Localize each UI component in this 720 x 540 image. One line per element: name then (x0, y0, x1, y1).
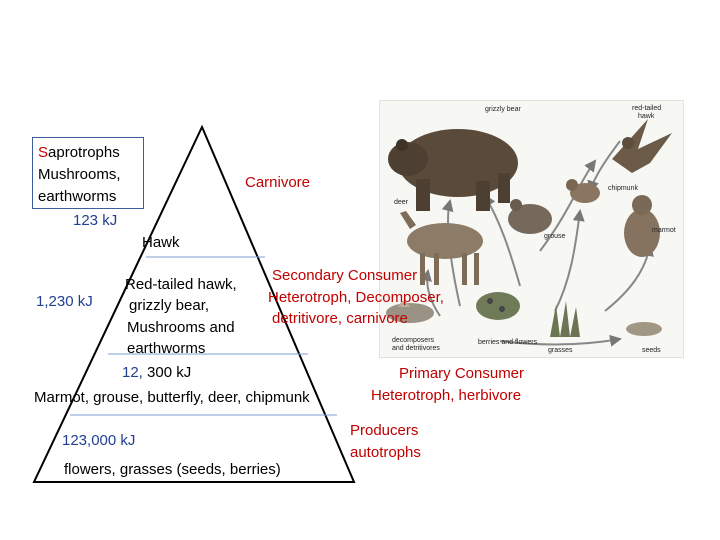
role-producers-line-1: Producers (350, 422, 419, 439)
level-third-line-4: earthworms (127, 340, 206, 357)
saprotrophs-box: Saprotrophs Mushrooms, earthworms (32, 137, 144, 209)
level-third-line-3: Mushrooms and (127, 319, 235, 336)
saprotrophs-line-3: earthworms (38, 188, 117, 205)
saprotrophs-line-2: Mushrooms, (38, 166, 121, 183)
level-second-energy: 12, 300 kJ (122, 364, 192, 381)
web-label-decomposers-2: and detritivores (392, 345, 440, 352)
grasses-icon (550, 301, 580, 337)
grouse-icon (508, 199, 552, 234)
web-label-grouse: grouse (544, 233, 566, 240)
level-second-label: Marmot, grouse, butterfly, deer, chipmun… (34, 389, 310, 406)
level-third-energy: 1,230 kJ (36, 293, 93, 310)
saprotrophs-first-letter: S (38, 144, 49, 161)
web-label-grasses: grasses (548, 347, 573, 354)
web-label-deer: deer (394, 199, 409, 206)
role-producers-line-2: autotrophs (350, 444, 421, 461)
level-base-energy: 123,000 kJ (62, 432, 136, 449)
berries-icon (476, 292, 520, 320)
hawk-icon (612, 119, 672, 173)
level-third-line-2: grizzly bear, (129, 297, 210, 314)
web-label-hawk-2: hawk (638, 113, 655, 120)
role-primary-line-1: Primary Consumer (399, 365, 525, 382)
role-secondary-line-2: Heterotroph, Decomposer, (268, 289, 444, 306)
chipmunk-icon (566, 179, 600, 203)
decomposers-icon (386, 301, 434, 323)
web-label-decomposers-1: decomposers (392, 337, 435, 344)
role-primary-line-2: Heterotroph, herbivore (371, 387, 522, 404)
pyramid-outline (32, 124, 356, 483)
web-label-hawk-1: red-tailed (632, 105, 662, 112)
deer-icon (400, 211, 483, 285)
food-web-illustration: grizzly bear red-tailed hawk chipmunk de… (379, 100, 684, 358)
level-top-label: Hawk (142, 234, 180, 251)
role-secondary-line-3: detritivore, carnivore (272, 310, 408, 327)
web-label-berries: berries and flowers (478, 339, 538, 346)
role-carnivore: Carnivore (245, 174, 311, 191)
role-secondary-line-1: Secondary Consumer (272, 267, 418, 284)
food-web-drawing (386, 119, 672, 347)
grizzly-bear-icon (388, 129, 518, 211)
level-base-label: flowers, grasses (seeds, berries) (64, 461, 281, 478)
saprotrophs-energy: 123 kJ (73, 212, 118, 229)
web-label-grizzly-bear: grizzly bear (485, 106, 521, 113)
saprotrophs-title: aprotrophs (48, 144, 120, 161)
level-third-line-1: Red-tailed hawk, (125, 276, 237, 293)
web-label-chipmunk: chipmunk (608, 185, 638, 192)
seeds-icon (626, 322, 662, 336)
web-label-seeds: seeds (642, 347, 661, 354)
marmot-icon (624, 195, 660, 257)
web-label-marmot: marmot (652, 227, 676, 234)
